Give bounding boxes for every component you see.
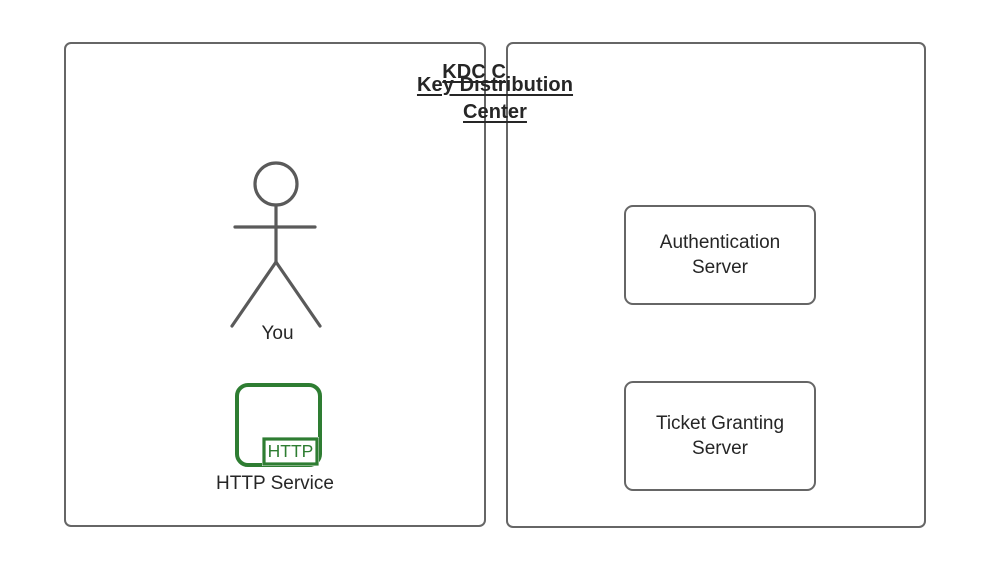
panel-title-kdc-line-2: Center (463, 101, 527, 123)
actor-head-icon (253, 161, 299, 207)
panel-title-key-distribution-center: Key Distribution Center (0, 72, 990, 126)
actor-right-leg-line (274, 260, 322, 328)
http-service-svg: HTTP (235, 383, 322, 467)
node-label-authentication-server: Authentication Server (659, 232, 781, 278)
node-label-ticket-granting-server: Ticket Granting Server (655, 413, 785, 459)
panel-title-kdc-line-1: Key Distribution (416, 74, 574, 96)
http-badge-label: HTTP (268, 441, 314, 461)
node-authentication-server[interactable]: Authentication Server (624, 205, 816, 305)
actor-left-leg-line (230, 260, 278, 328)
stick-figure-actor-icon[interactable] (215, 155, 340, 340)
node-ticket-granting-server[interactable]: Ticket Granting Server (624, 381, 816, 491)
node-label-http-service: HTTP Service (216, 473, 334, 494)
actor-label-you: You (261, 323, 294, 344)
http-service-icon[interactable]: HTTP (233, 382, 323, 468)
stick-figure-actor-svg (230, 161, 322, 328)
http-badge-box (262, 437, 319, 466)
